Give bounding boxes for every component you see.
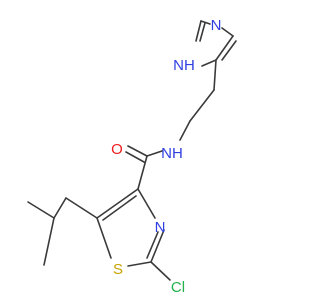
bond-ch2-ch2 bbox=[189, 89, 215, 122]
imidazole-nh-label: NH bbox=[173, 57, 195, 74]
thiazole-s-label: S bbox=[113, 261, 123, 278]
bond-c2-s1 bbox=[127, 261, 152, 267]
bond-carbonyl-o bbox=[127, 145, 148, 157]
bond-nh-carbonyl bbox=[146, 150, 163, 157]
bond-carbonyl-c4 bbox=[137, 155, 148, 190]
bond-c4-ch2 bbox=[213, 59, 217, 91]
chemical-structure-diagram: N NH NH O N S Cl bbox=[27, 17, 237, 296]
bond-nh-c4 bbox=[201, 59, 217, 67]
bond-n3-c2 bbox=[150, 229, 165, 263]
amide-nh-label: NH bbox=[161, 145, 183, 162]
chloro-label: Cl bbox=[171, 279, 185, 296]
molecule-structure-canvas: N NH NH O N S Cl bbox=[27, 17, 237, 296]
bond-c2-cl bbox=[150, 261, 171, 281]
bond-c2-nh-double bbox=[199, 22, 206, 42]
ethyl-linker bbox=[179, 59, 217, 141]
bond-c2-nh bbox=[195, 20, 202, 42]
amide-group bbox=[125, 145, 163, 190]
bond-c5-n bbox=[221, 27, 234, 37]
bond-c5-ch2 bbox=[65, 197, 98, 219]
bond-carbonyl-o-double bbox=[125, 151, 145, 163]
bond-s1-c5 bbox=[96, 217, 112, 259]
bond-c5-c4-double bbox=[102, 195, 137, 221]
bond-n3-c2-double bbox=[146, 231, 159, 259]
bond-ch2-nh bbox=[179, 120, 191, 141]
imidazole-n-label: N bbox=[211, 17, 222, 34]
bond-c4-c5 bbox=[215, 35, 234, 61]
amide-oxygen-label: O bbox=[111, 141, 123, 158]
imidazole-ring bbox=[195, 20, 237, 67]
bond-ch2-ch bbox=[53, 197, 67, 219]
thiazole-ring bbox=[96, 188, 165, 267]
bond-c4-c5-double bbox=[221, 40, 237, 61]
thiazole-n-label: N bbox=[155, 219, 166, 236]
isobutyl-group bbox=[27, 197, 98, 266]
bond-ch-ch3-a bbox=[27, 201, 55, 219]
bond-ch-ch3-b bbox=[43, 217, 55, 266]
bond-c5-c4 bbox=[96, 188, 139, 219]
bond-c4-n3 bbox=[137, 188, 156, 219]
